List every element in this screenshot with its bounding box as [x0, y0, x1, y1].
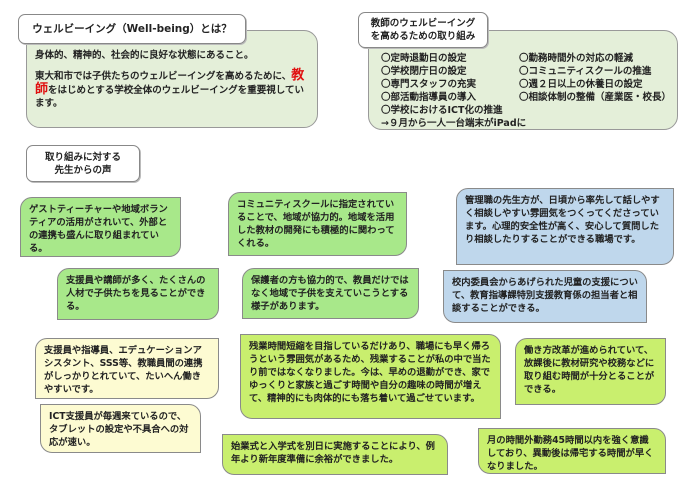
definition: 身体的、精神的、社会的に良好な状態にあること。	[35, 50, 254, 61]
effort-item: 〇部活動指導員の導入	[381, 92, 477, 103]
wellbeing-title: ウェルビーイング（Well-being）とは？	[18, 14, 246, 44]
voice-card: 残業時間短縮を目指しているだけあり、職場にも早く帰ろうという雰囲気があるため、残…	[240, 334, 501, 419]
effort-item: 〇コミュニティスクールの推進	[519, 66, 652, 77]
wellbeing-title-text: ウェルビーイング（Well-being）とは？	[32, 23, 232, 35]
effort-item: 〇相談体制の整備（産業医・校長）	[519, 92, 672, 103]
efforts-title-line1: 教師のウェルビーイング	[370, 18, 476, 29]
voice-card: 校内委員会からあげられた児童の支援について、教育指導課特別支援教育係の担当者と相…	[443, 270, 647, 323]
voice-card: コミュニティスクールに指定されていることで、地域が協力的。地域を活用した教材の開…	[228, 192, 407, 256]
effort-item: 〇週２日以上の休養日の設定	[519, 79, 643, 90]
voice-card: 支援員や講師が多く、たくさんの人材で子供たちを見ることができる。	[57, 268, 219, 320]
voice-card: 管理職の先生方が、日頃から率先して話しやすく相談しやすい雰囲気をつくってくださっ…	[456, 188, 674, 265]
voice-card: 始業式と入学式を別日に実施することにより、例年より新年度準備に余裕ができました。	[222, 434, 448, 475]
effort-ict: 〇学校におけるICT化の推進	[381, 105, 503, 116]
efforts-title-line2: を高めるための取り組み	[370, 31, 476, 42]
highlight-teacher: 教師	[35, 68, 305, 97]
wellbeing-panel: 身体的、精神的、社会的に良好な状態にあること。 東大和市では子供たちのウェルビー…	[26, 30, 318, 128]
efforts-list: 〇定時退勤日の設定 〇勤務時間外の対応の軽減 〇学校閉庁日の設定 〇コミュニティ…	[381, 52, 671, 104]
effort-item: 〇勤務時間外の対応の軽減	[519, 53, 634, 64]
voices-title: 取り組みに対する先生からの声	[26, 145, 140, 182]
voice-card: ゲストティーチャーや地域ボランティアの活用がされいて、外部との連携も盛んに取り組…	[20, 197, 181, 257]
voice-card: 月の時間外勤務45時間以内を強く意識しており、異動後は帰宅する時間が早くなりまし…	[478, 428, 666, 474]
effort-ipad: →９月から一人一台端末がiPadに	[381, 118, 527, 129]
voice-card: 保護者の方も協力的で、教員だけではなく地域で子供を支えていこうとする様子がありま…	[242, 268, 419, 319]
effort-item: 〇学校閉庁日の設定	[381, 66, 467, 77]
voices-title-line2: 先生からの声	[54, 164, 112, 176]
effort-item: 〇専門スタッフの充実	[381, 79, 477, 90]
voice-card: 支援員や指導員、エデュケーションアシスタント、SSS等、教職員間の連携がしっかり…	[35, 338, 219, 399]
para-before: 東大和市では子供たちのウェルビーイングを高めるために、	[35, 71, 292, 82]
effort-item: 〇定時退勤日の設定	[381, 53, 467, 64]
voice-card: 働き方改革が進められていて、放課後に教材研究や校務などに取り組む時間が十分とるこ…	[515, 338, 666, 405]
voice-card: ICT支援員が毎週来ているので、タブレットの設定や不具合への対応が速い。	[40, 404, 201, 453]
voices-title-line1: 取り組みに対する	[44, 151, 121, 163]
efforts-title: 教師のウェルビーイングを高めるための取り組み	[358, 12, 488, 48]
para-after: をはじめとする学校全体のウェルビーイングを重要視しています。	[35, 85, 304, 109]
wellbeing-paragraph: 東大和市では子供たちのウェルビーイングを高めるために、教師をはじめとする学校全体…	[35, 69, 309, 110]
efforts-panel: 〇定時退勤日の設定 〇勤務時間外の対応の軽減 〇学校閉庁日の設定 〇コミュニティ…	[368, 30, 678, 130]
